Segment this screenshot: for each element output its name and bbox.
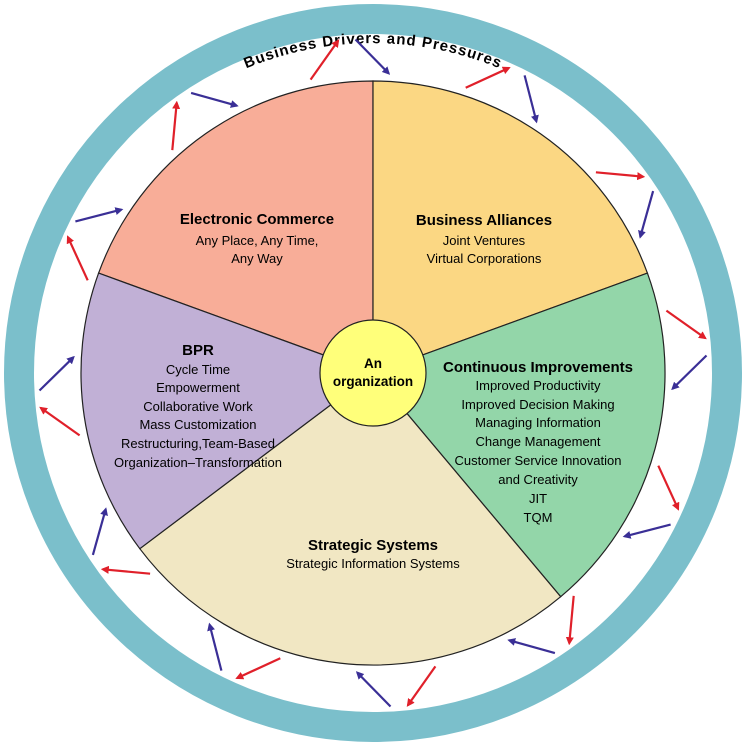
continuous-improvements-line: TQM bbox=[524, 510, 553, 525]
inward-pressure-arrow bbox=[507, 638, 556, 655]
bpr-line: Empowerment bbox=[156, 380, 240, 395]
pressure-ring bbox=[4, 4, 742, 742]
continuous-improvements-line: JIT bbox=[529, 491, 547, 506]
business-alliances-line: Joint Ventures bbox=[443, 233, 526, 248]
bpr-line: Organization–Transformation bbox=[114, 455, 282, 470]
continuous-improvements-line: Change Management bbox=[475, 434, 600, 449]
continuous-improvements-line: Improved Decision Making bbox=[461, 397, 614, 412]
center-label-line1: An bbox=[364, 356, 382, 371]
bpr-line: Restructuring,Team-Based bbox=[121, 436, 275, 451]
electronic-commerce-text: Electronic Commerce Any Place, Any Time,… bbox=[180, 211, 334, 266]
outward-response-arrow bbox=[66, 235, 89, 281]
business-alliances-text: Business Alliances Joint Ventures Virtua… bbox=[416, 212, 552, 266]
segment-business-alliances[interactable] bbox=[372, 80, 649, 374]
business-alliances-title: Business Alliances bbox=[416, 212, 552, 229]
inward-pressure-arrow bbox=[190, 91, 239, 108]
outward-response-arrow bbox=[565, 595, 575, 646]
inward-pressure-arrow bbox=[622, 523, 671, 539]
bpr-line: Mass Customization bbox=[139, 417, 256, 432]
inward-pressure-arrow bbox=[638, 190, 655, 239]
outward-response-arrow bbox=[465, 66, 511, 89]
outward-response-arrow bbox=[235, 657, 281, 680]
segment-continuous-improvements[interactable] bbox=[371, 272, 666, 598]
strategic-systems-text: Strategic Systems Strategic Information … bbox=[286, 537, 460, 571]
outward-response-arrow bbox=[406, 665, 437, 707]
outward-response-arrow bbox=[665, 309, 707, 340]
outward-response-arrow bbox=[171, 100, 181, 151]
continuous-improvements-text: Continuous Improvements Improved Product… bbox=[443, 359, 633, 525]
strategic-systems-line: Strategic Information Systems bbox=[286, 556, 460, 571]
inward-pressure-arrow bbox=[355, 671, 392, 708]
continuous-improvements-line: Improved Productivity bbox=[476, 378, 601, 393]
continuous-improvements-line: Managing Information bbox=[475, 415, 601, 430]
continuous-improvements-title: Continuous Improvements bbox=[443, 359, 633, 376]
organization-center[interactable] bbox=[319, 319, 427, 427]
inward-pressure-arrow bbox=[354, 38, 391, 75]
bpr-line: Cycle Time bbox=[166, 362, 230, 377]
inward-pressure-arrow bbox=[207, 622, 223, 671]
bpr-line: Collaborative Work bbox=[143, 399, 253, 414]
strategic-systems-title: Strategic Systems bbox=[308, 537, 438, 554]
outward-response-arrow bbox=[39, 406, 81, 437]
center-label-line2: organization bbox=[333, 374, 413, 389]
electronic-commerce-line: Any Place, Any Time, bbox=[196, 233, 319, 248]
business-alliances-line: Virtual Corporations bbox=[427, 251, 542, 266]
driver-arrows bbox=[38, 38, 708, 708]
inward-pressure-arrow bbox=[671, 354, 708, 391]
electronic-commerce-title: Electronic Commerce bbox=[180, 211, 334, 228]
inward-pressure-arrow bbox=[75, 207, 124, 223]
outward-response-arrow bbox=[657, 465, 680, 511]
outward-response-arrow bbox=[595, 171, 646, 181]
bpr-text: BPR Cycle Time Empowerment Collaborative… bbox=[114, 342, 282, 470]
inward-pressure-arrow bbox=[523, 75, 539, 124]
bpr-title: BPR bbox=[182, 342, 214, 359]
outward-response-arrow bbox=[100, 565, 151, 575]
electronic-commerce-line: Any Way bbox=[231, 251, 283, 266]
segment-strategic-systems[interactable] bbox=[138, 372, 562, 666]
segment-electronic-commerce[interactable] bbox=[97, 80, 374, 374]
segments-group bbox=[80, 80, 666, 666]
segment-bpr[interactable] bbox=[80, 272, 375, 550]
outward-response-arrow bbox=[309, 39, 340, 81]
continuous-improvements-line: Customer Service Innovation bbox=[455, 453, 622, 468]
continuous-improvements-line: and Creativity bbox=[498, 472, 578, 487]
inward-pressure-arrow bbox=[38, 355, 75, 392]
inward-pressure-arrow bbox=[91, 507, 108, 556]
